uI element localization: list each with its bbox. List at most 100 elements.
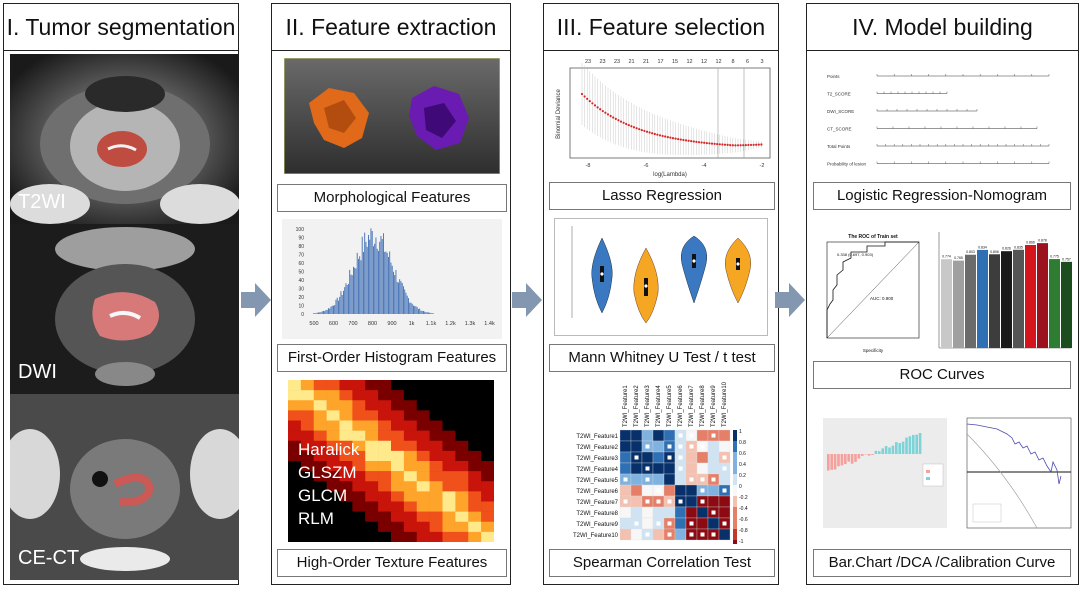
lasso-point (588, 100, 591, 103)
hist-y-tick: 70 (298, 253, 304, 259)
hist-bar (326, 309, 328, 314)
coef-bar (888, 447, 891, 454)
corr-col-label: T2WI_Feature8 (700, 385, 706, 427)
coef-bar (867, 454, 871, 456)
corr-scale-swatch (733, 518, 737, 529)
texture-cell (429, 481, 443, 492)
lasso-point (614, 117, 617, 121)
texture-cell (468, 461, 482, 472)
corr-scale-swatch (733, 496, 737, 507)
texture-cell (468, 420, 482, 431)
hist-bar (419, 308, 421, 314)
texture-cell (416, 461, 430, 472)
texture-cell (481, 440, 494, 452)
lasso-top-tick: 3 (760, 59, 763, 65)
texture-cell (391, 491, 405, 502)
corr-cell (663, 506, 676, 519)
texture-cell (403, 501, 418, 512)
corr-cell (652, 462, 665, 475)
corr-marker (700, 488, 705, 493)
hist-bar (329, 308, 331, 314)
lasso-point (713, 142, 716, 145)
corr-row-label: T2WI_Feature5 (576, 478, 618, 484)
corr-scale-label: 0.6 (739, 451, 746, 457)
hist-bar (400, 281, 402, 314)
lasso-point (677, 138, 680, 141)
texture-cell (365, 521, 379, 533)
texture-cell (403, 521, 418, 533)
hist-bar (404, 289, 406, 314)
hist-x-tick: 1k (409, 321, 415, 327)
texture-cell (468, 400, 482, 411)
hist-bar (413, 305, 414, 314)
texture-cell (352, 380, 366, 391)
label-mann-whitney: Mann Whitney U Test / t test (549, 344, 775, 372)
texture-cell (468, 430, 482, 442)
lasso-point (580, 92, 584, 96)
mri-dwi-image: DWI (10, 224, 239, 394)
panel-title: III. Feature selection (544, 4, 778, 51)
lasso-top-tick: 21 (643, 59, 649, 65)
texture-cell (288, 400, 302, 411)
lasso-point (632, 126, 636, 129)
hist-bar (346, 285, 348, 314)
hist-bar (335, 299, 337, 314)
lasso-point (606, 113, 610, 116)
corr-col-label: T2WI_Feature7 (689, 385, 695, 427)
hist-bar (320, 312, 322, 314)
texture-cell (313, 400, 327, 411)
texture-cell (481, 521, 494, 533)
hist-bar (393, 271, 394, 314)
texture-cell (339, 491, 353, 502)
corr-marker (711, 477, 716, 482)
corr-cell (630, 495, 643, 508)
texture-cell (365, 491, 379, 502)
lasso-point (752, 143, 755, 146)
texture-cell (326, 521, 340, 533)
corr-cell (685, 495, 698, 508)
texture-cell (300, 461, 315, 472)
texture-cell (352, 481, 366, 492)
texture-cell (429, 400, 443, 411)
auc-bar (1061, 261, 1072, 348)
texture-cell (339, 390, 353, 401)
corr-marker (667, 444, 672, 449)
corr-scale-label: 1 (739, 429, 742, 435)
corr-scale-label: -1 (739, 539, 744, 544)
auc-bar (953, 260, 964, 348)
lasso-top-tick: 12 (715, 59, 721, 65)
lasso-point (674, 137, 677, 140)
corr-cell (619, 451, 632, 464)
hist-bar (319, 312, 321, 314)
texture-cell (455, 430, 469, 442)
auc-bar (1013, 249, 1024, 348)
texture-cell (429, 521, 443, 533)
texture-cell (365, 440, 379, 452)
lasso-point (690, 140, 693, 143)
hist-bar (336, 297, 338, 314)
auc-bar-label: 0.834 (978, 245, 987, 249)
coef-bar (912, 434, 915, 454)
corr-marker (645, 499, 650, 504)
texture-cell (378, 400, 392, 411)
hist-x-tick: 600 (329, 321, 338, 327)
texture-cell (300, 390, 315, 401)
texture-cell (429, 501, 443, 512)
violin-plot (554, 218, 768, 336)
corr-marker (656, 521, 661, 526)
texture-cell (442, 430, 456, 442)
hist-bar (431, 313, 433, 314)
auc-bar (965, 254, 976, 348)
lasso-point (700, 141, 703, 144)
hist-bar (429, 312, 431, 314)
corr-marker (700, 532, 705, 537)
texture-cell (429, 461, 443, 472)
texture-cell (416, 531, 430, 542)
morphological-render (284, 58, 500, 174)
hist-bar (338, 300, 339, 314)
corr-cell (674, 517, 687, 530)
texture-cell (481, 430, 494, 442)
hist-bar (373, 246, 374, 314)
